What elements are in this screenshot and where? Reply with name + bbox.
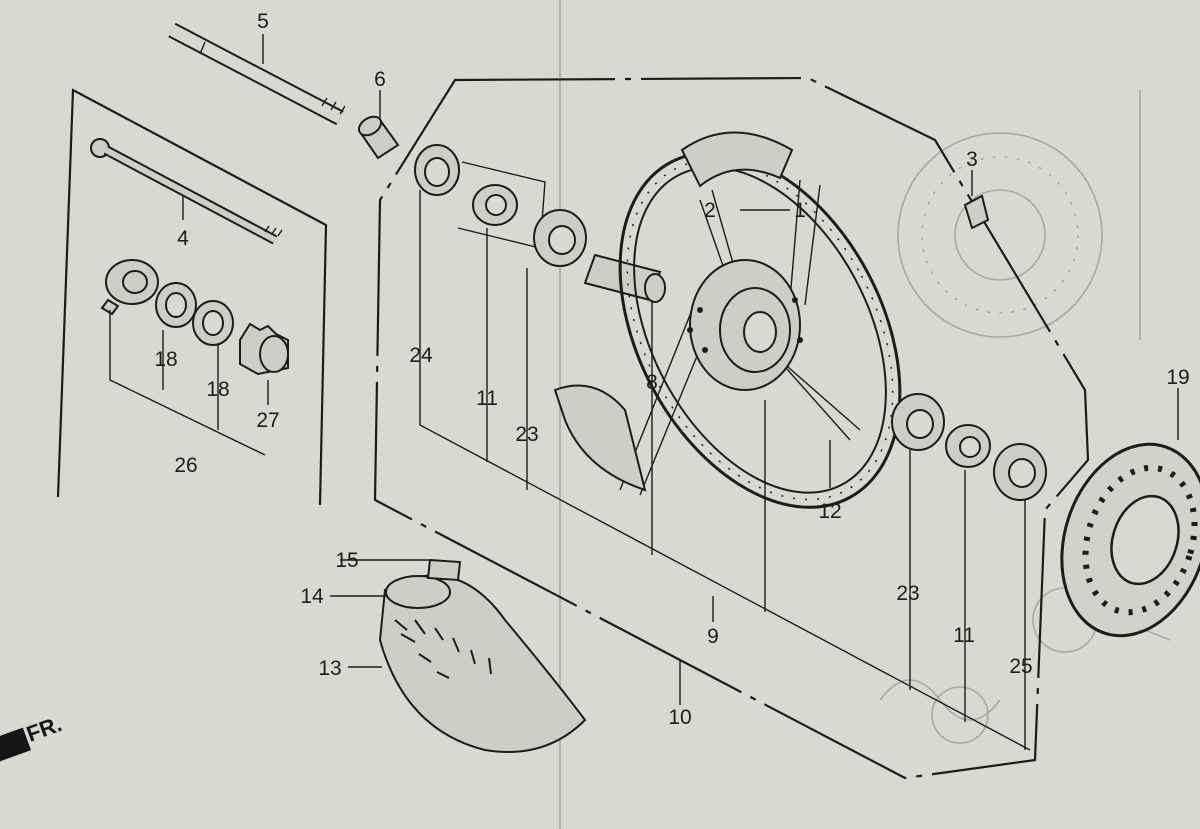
part-label-10: 10 <box>668 706 691 729</box>
part-label-8: 8 <box>646 371 658 394</box>
part-label-15: 15 <box>335 549 358 572</box>
part-label-4: 4 <box>177 227 189 250</box>
part-label-27: 27 <box>256 409 279 432</box>
part-label-6: 6 <box>374 68 386 91</box>
part-label-11-left: 11 <box>476 387 498 410</box>
part-label-5: 5 <box>257 10 269 33</box>
part-label-3: 3 <box>966 148 978 171</box>
part-label-9: 9 <box>707 625 719 648</box>
part-label-1: 1 <box>794 199 806 222</box>
hub-group-frame <box>373 76 1090 780</box>
cast-wheel <box>553 131 902 509</box>
part-label-11-right: 11 <box>953 624 975 647</box>
part-label-12: 12 <box>818 500 841 523</box>
hub-bearings-right <box>891 393 1047 501</box>
part-label-19: 19 <box>1166 366 1189 389</box>
balance-weight-upper <box>680 131 794 188</box>
part-label-25: 25 <box>1009 655 1032 678</box>
side-collar <box>357 115 400 160</box>
part-labels: 1 2 3 4 5 6 8 9 10 11 11 12 13 14 15 18 … <box>154 10 1189 729</box>
axle-pipe <box>168 22 346 126</box>
leader-lines <box>109 34 1179 751</box>
part-label-23-left: 23 <box>515 423 538 446</box>
speedometer-gearbox <box>100 259 289 376</box>
front-direction-mark: FR. <box>0 711 65 764</box>
part-label-2: 2 <box>704 199 716 222</box>
balance-weight-lower <box>553 384 647 492</box>
left-group-frame <box>56 88 328 506</box>
valve-cap <box>963 194 990 230</box>
part-label-24: 24 <box>409 344 433 367</box>
part-label-26: 26 <box>174 454 197 477</box>
brake-disc <box>1060 442 1200 638</box>
bracket-11 <box>457 161 546 249</box>
part-label-18-b: 18 <box>206 378 229 401</box>
fr-text: FR. <box>23 711 65 747</box>
part-label-18-a: 18 <box>154 348 177 371</box>
group-frames <box>56 76 1090 780</box>
part-label-23-right: 23 <box>896 582 919 605</box>
tire-and-tube <box>378 558 587 753</box>
hub-bearings-left <box>414 144 666 303</box>
part-label-13: 13 <box>318 657 341 680</box>
part-label-14: 14 <box>300 585 324 608</box>
axle <box>90 138 283 245</box>
